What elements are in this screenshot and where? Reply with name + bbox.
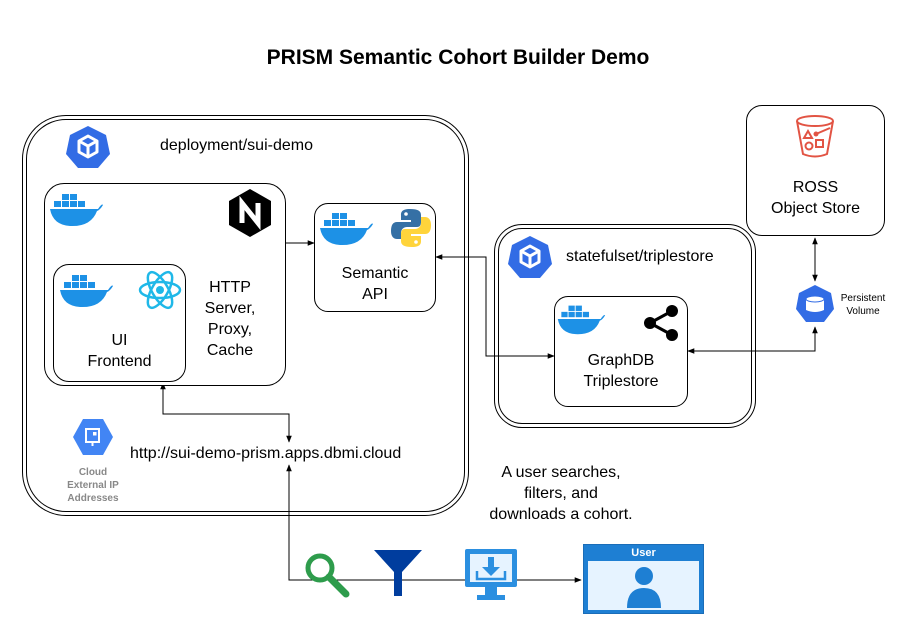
ross-label-line: Object Store	[771, 200, 860, 217]
user-icon	[625, 564, 663, 613]
search-icon	[302, 550, 350, 603]
nginx-label-line: Proxy,	[207, 321, 253, 338]
persistent-volume-icon	[794, 283, 836, 330]
cloud-ip-label-line: External IP	[67, 480, 119, 491]
user-caption: A user searches, filters, and downloads …	[466, 462, 656, 525]
url-link[interactable]: http://sui-demo-prism.apps.dbmi.cloud	[128, 443, 404, 464]
cloud-ip-icon	[71, 417, 115, 462]
statefulset-container	[494, 224, 756, 428]
semantic-api-label: Semantic API	[314, 263, 436, 305]
react-icon	[136, 266, 184, 319]
semantic-api-label-line: Semantic	[341, 265, 409, 282]
cloud-ip-label: Cloud External IP Addresses	[50, 466, 136, 505]
download-icon	[463, 547, 519, 608]
user-caption-line: downloads a cohort.	[489, 506, 633, 523]
deployment-container	[22, 115, 469, 516]
cloud-ip-label-line: Cloud	[78, 467, 108, 478]
persistent-volume-label: Persistent Volume	[835, 292, 891, 318]
graphdb-label-line: GraphDB	[587, 352, 655, 369]
nginx-label-line: Cache	[206, 342, 254, 359]
deployment-label: deployment/sui-demo	[160, 137, 313, 154]
user-card: User	[583, 544, 704, 614]
ui-frontend-label-line: UI	[111, 332, 128, 349]
persistent-volume-label-line: Persistent	[840, 293, 886, 304]
user-card-label: User	[631, 547, 656, 559]
docker-icon	[58, 270, 114, 315]
nginx-label: HTTP Server, Proxy, Cache	[194, 277, 266, 361]
graphdb-label: GraphDB Triplestore	[554, 350, 688, 392]
diagram-title: PRISM Semantic Cohort Builder Demo	[266, 46, 650, 69]
user-caption-line: filters, and	[524, 485, 598, 502]
s3-bucket-icon	[792, 112, 838, 165]
kubernetes-icon	[506, 234, 554, 285]
docker-icon	[556, 301, 606, 342]
filter-icon	[372, 548, 424, 605]
deployment-container-inner	[26, 119, 465, 512]
connector-api-graphdb	[435, 254, 555, 359]
graphdb-label-line: Triplestore	[583, 373, 659, 390]
statefulset-container-inner	[498, 228, 752, 424]
python-icon	[390, 207, 432, 254]
ross-label: ROSS Object Store	[746, 177, 885, 219]
kubernetes-icon	[64, 124, 112, 175]
semantic-api-label-line: API	[362, 286, 388, 303]
connector-graphdb-volume	[687, 326, 818, 354]
nginx-label-line: HTTP	[209, 279, 251, 296]
ui-frontend-label: UI Frontend	[63, 330, 176, 372]
statefulset-label: statefulset/triplestore	[566, 248, 714, 265]
connector-ui-url	[160, 382, 292, 443]
user-caption-line: A user searches,	[501, 464, 621, 481]
ross-label-line: ROSS	[792, 179, 839, 196]
persistent-volume-label-line: Volume	[846, 306, 880, 317]
docker-icon	[48, 189, 104, 234]
graph-share-icon	[640, 302, 682, 349]
nginx-icon	[227, 188, 273, 243]
user-card-body	[588, 561, 699, 610]
docker-icon	[318, 208, 374, 253]
nginx-label-line: Server,	[204, 300, 256, 317]
cloud-ip-label-line: Addresses	[67, 493, 119, 504]
ui-frontend-label-line: Frontend	[87, 353, 152, 370]
